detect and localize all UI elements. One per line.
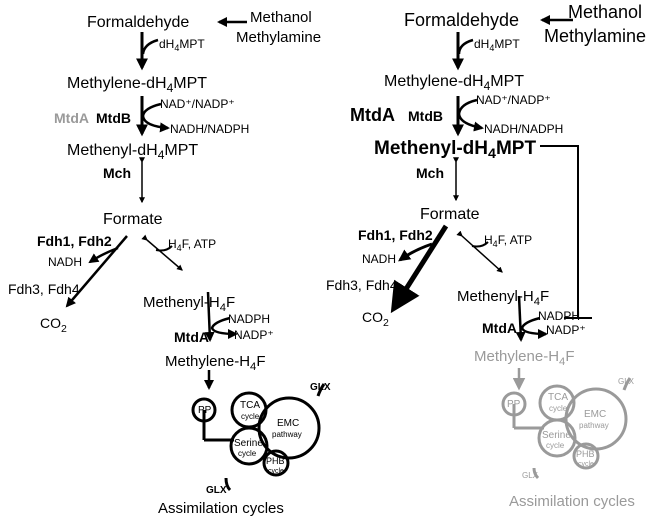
phb-circle-right [572,442,600,470]
nadph-cofactor-curve-right [520,316,548,339]
emc-label-right: EMC [584,409,606,420]
emc-pathway-label-right: pathway [579,421,609,430]
methylene-h4f-label-right: Methylene-H4F [474,348,574,368]
right-panel: Formaldehyde Methanol Methylamine dH4MPT… [326,2,646,510]
pp-circle [191,397,217,423]
phb-circle [262,449,290,477]
methylamine-label-right: Methylamine [544,26,646,46]
mch-label: Mch [103,165,131,181]
mtda-grey-label: MtdA [54,110,89,126]
dh4mpt-label: dH4MPT [159,37,205,53]
nadh-output-arrow-right [398,242,433,262]
methanol-label: Methanol [250,9,312,26]
nad-nadp-label-right: NAD⁺/NADP⁺ [476,93,551,107]
phb-cycle-label-right: cycle [578,461,594,468]
fdh1-fdh2-label: Fdh1, Fdh2 [37,233,112,249]
mtda-label-right: MtdA [350,105,395,125]
nadh-nadph-label-right: NADH/NADPH [484,122,563,136]
phb-label-right: PHB [576,449,595,459]
mtdb-label: MtdB [96,110,131,126]
tca-label-right: TCA [548,392,568,403]
methylene-h4f-label: Methylene-H4F [165,353,265,373]
glx-top-label-right: GLX [618,377,635,386]
mtda-label: MtdA [174,329,209,345]
dh4mpt-label-right: dH4MPT [474,37,520,53]
nadh-nadph-label: NADH/NADPH [170,122,249,136]
formate-to-methenyl-h4f-arrow-right [456,230,503,273]
tca-label: TCA [240,400,260,411]
assimilation-cycles-label-right: Assimilation cycles [509,493,635,510]
tca-cycle-label-right: cycle [549,404,568,413]
mtda2-label-right: MtdA [482,320,517,336]
h4f-atp-input-curve-right [471,241,489,248]
pp-label-right: PP [507,399,521,410]
methenyl-h4f-label: Methenyl-H4F [143,294,235,314]
inhibition-line [540,145,579,318]
methylamine-label: Methylamine [236,29,321,46]
nadph-cofactor-curve [210,316,238,339]
serine-label-right: Serine [542,430,571,441]
serine-circle-right [537,418,577,458]
co2-label-right: CO2 [362,309,389,329]
serine-circle [229,426,269,466]
methenyl-h4f-label-right: Methenyl-H4F [457,288,549,308]
serine-cycle-label: cycle [238,449,257,458]
nadh-label-right: NADH [362,252,396,266]
left-panel: Formaldehyde Methanol Methylamine dH4MPT… [8,9,331,517]
nadph-label-right: NADPH [538,309,580,323]
formate-label: Formate [103,211,163,228]
tca-cycle-label: cycle [241,412,260,421]
methanol-label-right: Methanol [568,2,642,22]
dh4mpt-input-curve [141,38,159,55]
methenyl-to-methylene-h4f-arrow [204,291,215,342]
h4f-atp-input-curve [155,245,173,252]
h4f-atp-label-right: H4F, ATP [484,233,532,249]
mch-label-right: Mch [416,165,444,181]
nad-nadp-label: NAD⁺/NADP⁺ [160,97,235,111]
mtdb-label-right: MtdB [408,108,443,124]
assimilation-cycles-diagram: PP TCA cycle EMC pathway Serine cycle PH… [191,382,331,496]
emc-pathway-label: pathway [272,430,302,439]
methenyl-dh4mpt-label-right: Methenyl-dH4MPT [374,138,536,162]
methylene-dh4mpt-label: Methylene-dH4MPT [67,75,207,95]
formaldehyde-label-right: Formaldehyde [404,10,519,30]
glx-bottom-label: GLX [206,485,227,496]
fdh3-fdh4-label-right: Fdh3, Fdh4 [326,277,398,293]
nad-cofactor-curve-right [457,98,484,132]
nadh-label: NADH [48,255,82,269]
h4f-atp-label: H4F, ATP [168,237,216,253]
fdh1-fdh2-label-right: Fdh1, Fdh2 [358,227,433,243]
emc-label: EMC [277,418,299,429]
phb-cycle-label: cycle [268,468,284,475]
emc-circle [257,396,321,460]
fdh3-fdh4-label: Fdh3, Fdh4 [8,281,80,297]
dh4mpt-input-curve-right [457,38,474,55]
nadp-label: NADP⁺ [234,328,274,342]
co2-label: CO2 [40,315,67,335]
pp-circle-right [501,391,527,417]
glx-top-label: GLX [310,382,331,393]
nadp-label-right: NADP⁺ [546,323,586,337]
assimilation-cycles-diagram-right: PP TCA cycle EMC pathway Serine cycle PH… [501,377,635,480]
serine-cycle-label-right: cycle [546,441,565,450]
glx-bottom-label-right: GLX [522,471,539,480]
methylene-dh4mpt-label-right: Methylene-dH4MPT [384,73,524,93]
methenyl-dh4mpt-label: Methenyl-dH4MPT [67,142,198,162]
pp-label: PP [198,405,212,416]
assimilation-cycles-label: Assimilation cycles [158,500,284,517]
formate-to-methenyl-h4f-arrow [141,234,183,271]
nad-cofactor-curve [141,102,170,133]
nadph-label: NADPH [228,312,270,326]
phb-label: PHB [266,456,285,466]
nadh-output-arrow [88,246,119,264]
formate-label-right: Formate [420,206,480,223]
serine-label: Serine [234,438,263,449]
formaldehyde-label: Formaldehyde [87,14,189,31]
methenyl-to-methylene-h4f-arrow-right [515,295,526,342]
formate-to-co2-arrow-right [390,224,449,314]
